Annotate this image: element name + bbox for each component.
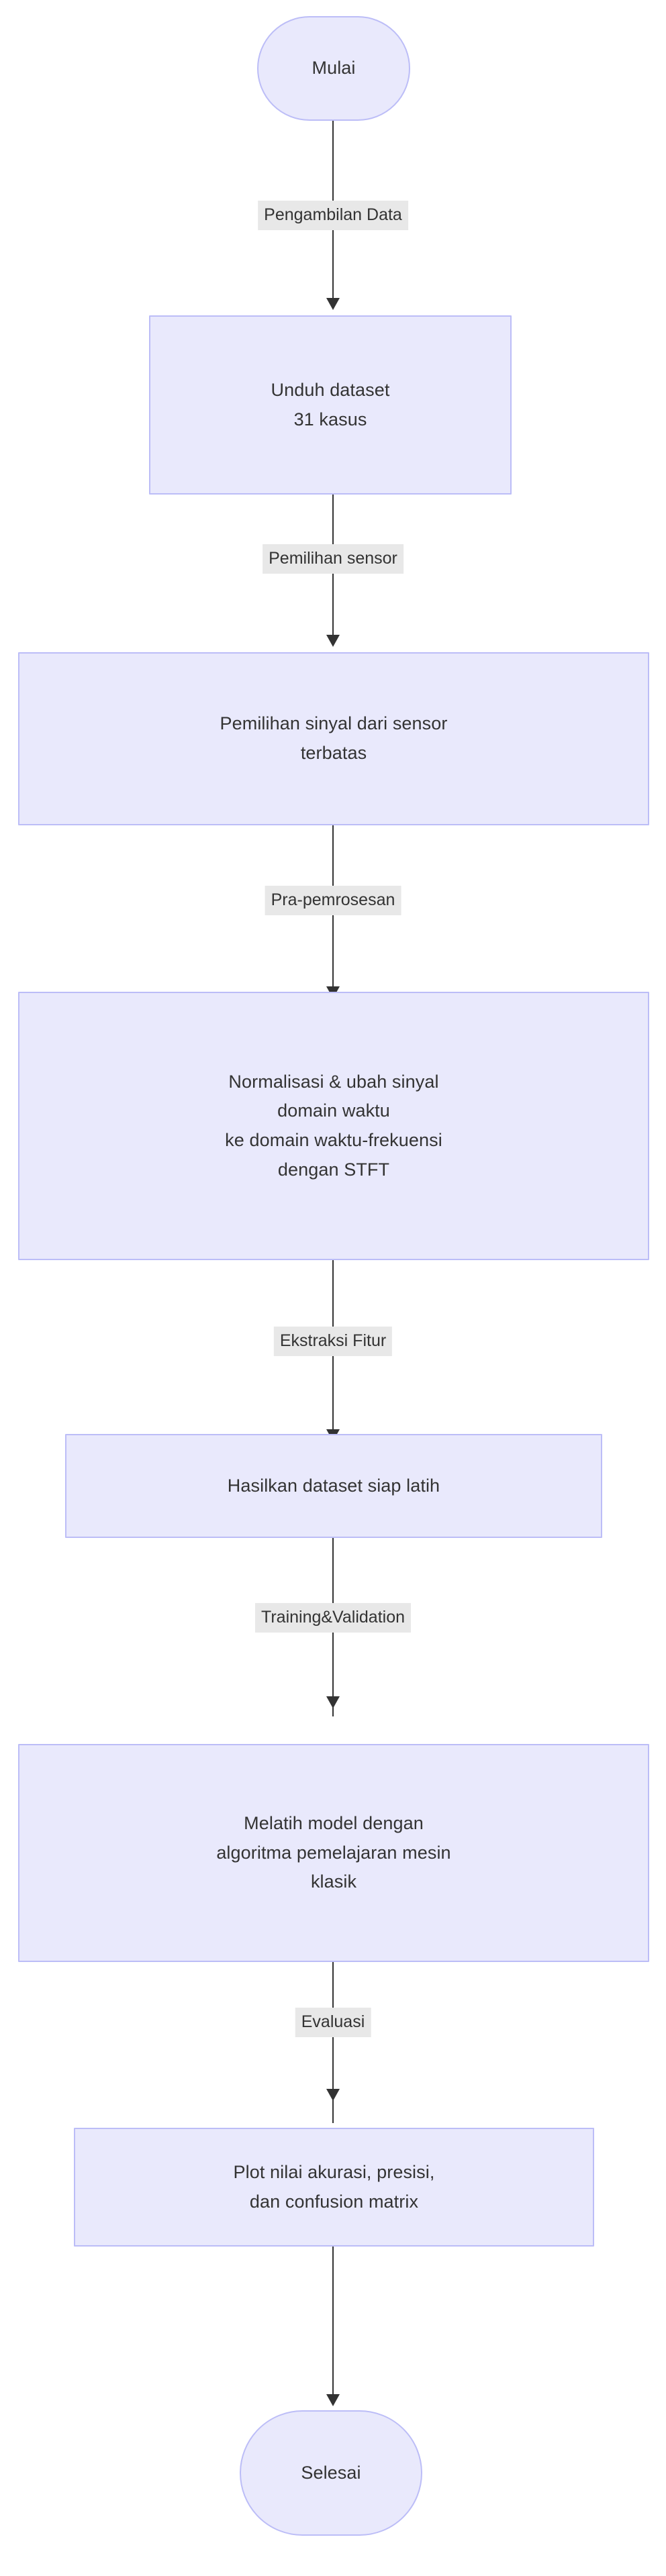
edge-label-evaluasi: Evaluasi xyxy=(295,2008,371,2037)
node-hasilkan-dataset-label: Hasilkan dataset siap latih xyxy=(227,1475,440,1496)
edge-line xyxy=(332,2247,334,2400)
node-mulai-label: Mulai xyxy=(312,58,356,79)
node-unduh-dataset-label: Unduh dataset 31 kasus xyxy=(271,379,390,429)
node-pemilihan-sinyal[interactable]: Pemilihan sinyal dari sensor terbatas xyxy=(18,652,649,825)
node-plot-evaluasi[interactable]: Plot nilai akurasi, presisi, dan confusi… xyxy=(74,2128,594,2247)
node-melatih-model[interactable]: Melatih model dengan algoritma pemelajar… xyxy=(18,1744,649,1962)
node-normalisasi-stft[interactable]: Normalisasi & ubah sinyal domain waktu k… xyxy=(18,992,649,1260)
node-unduh-dataset[interactable]: Unduh dataset 31 kasus xyxy=(149,315,512,495)
node-melatih-model-label: Melatih model dengan algoritma pemelajar… xyxy=(216,1812,451,1892)
arrowhead-icon xyxy=(326,635,340,647)
arrowhead-icon xyxy=(326,2089,340,2101)
arrowhead-icon xyxy=(326,2394,340,2406)
edge-label-pengambilan-data: Pengambilan Data xyxy=(258,201,408,230)
node-plot-evaluasi-label: Plot nilai akurasi, presisi, dan confusi… xyxy=(233,2161,435,2212)
arrowhead-icon xyxy=(326,298,340,310)
node-pemilihan-sinyal-label: Pemilihan sinyal dari sensor terbatas xyxy=(220,713,448,763)
node-normalisasi-stft-label: Normalisasi & ubah sinyal domain waktu k… xyxy=(225,1071,442,1180)
arrowhead-icon xyxy=(326,1696,340,1708)
node-selesai-label: Selesai xyxy=(301,2462,361,2483)
edge-label-pemilihan-sensor: Pemilihan sensor xyxy=(263,544,403,574)
node-hasilkan-dataset[interactable]: Hasilkan dataset siap latih xyxy=(65,1434,602,1538)
edge-label-ekstraksi-fitur: Ekstraksi Fitur xyxy=(273,1327,393,1356)
edge-label-training-validation: Training&Validation xyxy=(254,1603,412,1633)
node-mulai[interactable]: Mulai xyxy=(257,16,410,121)
edge-label-pra-pemrosesan: Pra-pemrosesan xyxy=(265,886,401,915)
edge-line xyxy=(332,1962,334,2123)
node-selesai[interactable]: Selesai xyxy=(240,2410,422,2536)
